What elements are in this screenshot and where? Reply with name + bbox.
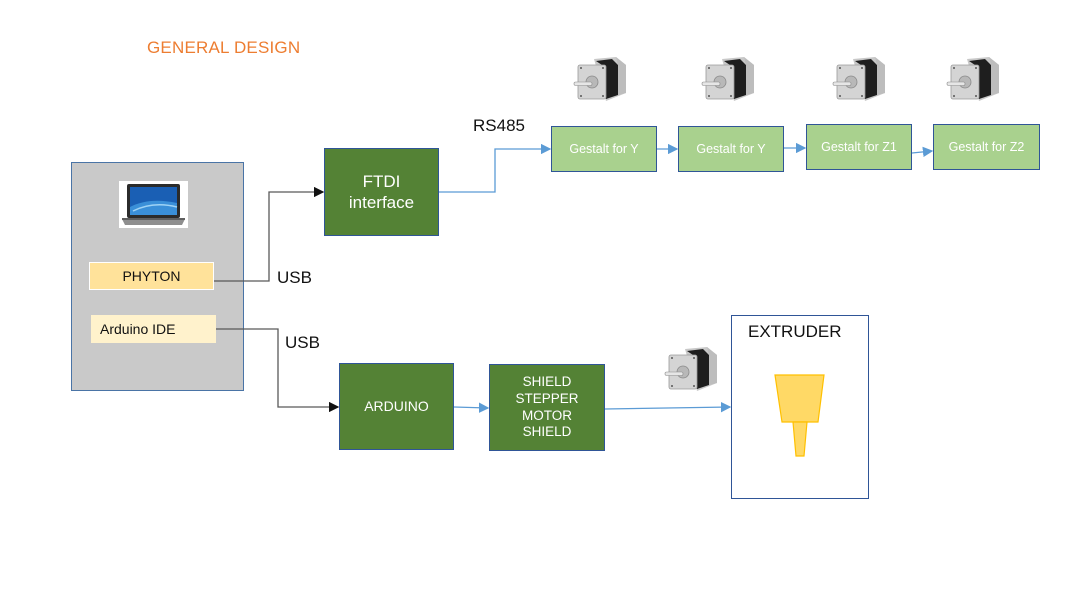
phyton-label: PHYTON [122, 268, 181, 284]
link-shield-extruder [604, 401, 732, 413]
gestalt-node: Gestalt for Z2 [933, 124, 1040, 170]
arduino-box: ARDUINO [339, 363, 454, 450]
gestalt-node: Gestalt for Z1 [806, 124, 912, 170]
ftdi-label-line2: interface [348, 193, 415, 212]
usb-line-ide-arduino [216, 328, 340, 413]
stepper-motor-icon [663, 343, 719, 395]
diagram-title: GENERAL DESIGN [147, 38, 301, 57]
phyton-box: PHYTON [89, 262, 214, 290]
stepper-shield-box: SHIELD STEPPER MOTOR SHIELD [489, 364, 605, 451]
rs485-line-ftdi-gestalt [439, 143, 552, 193]
shield-label-line: SHIELD [522, 373, 572, 389]
gestalt-label: Gestalt for Z1 [821, 140, 897, 154]
gestalt-label: Gestalt for Z2 [948, 140, 1025, 154]
gestalt-label: Gestalt for Y [696, 142, 766, 156]
shield-label-line: MOTOR [522, 407, 572, 423]
shield-label-line: STEPPER [515, 390, 579, 406]
stepper-motor-icon [945, 53, 1001, 105]
arduino-label: ARDUINO [364, 397, 429, 414]
laptop-icon [119, 181, 188, 228]
link-arduino-shield [453, 402, 490, 413]
gestalt-node: Gestalt for Y [551, 126, 657, 172]
stepper-motor-icon [831, 53, 887, 105]
usb-label-top: USB [277, 268, 312, 287]
usb-label-bottom: USB [285, 333, 320, 352]
rs485-label: RS485 [473, 116, 525, 135]
usb-line-phyton-ftdi [214, 186, 325, 282]
extruder-label: EXTRUDER [748, 322, 842, 341]
gestalt-node: Gestalt for Y [678, 126, 784, 172]
link-g3-g4 [911, 146, 934, 158]
stepper-motor-icon [700, 53, 756, 105]
arduino-ide-box: Arduino IDE [91, 315, 216, 343]
gestalt-label: Gestalt for Y [569, 142, 639, 156]
ftdi-interface-box: FTDI interface [324, 148, 439, 236]
ftdi-label-line1: FTDI [362, 171, 401, 191]
arduino-ide-label: Arduino IDE [100, 321, 176, 337]
nozzle-icon [772, 373, 828, 459]
shield-label-line: SHIELD [522, 424, 572, 440]
stepper-motor-icon [572, 53, 628, 105]
